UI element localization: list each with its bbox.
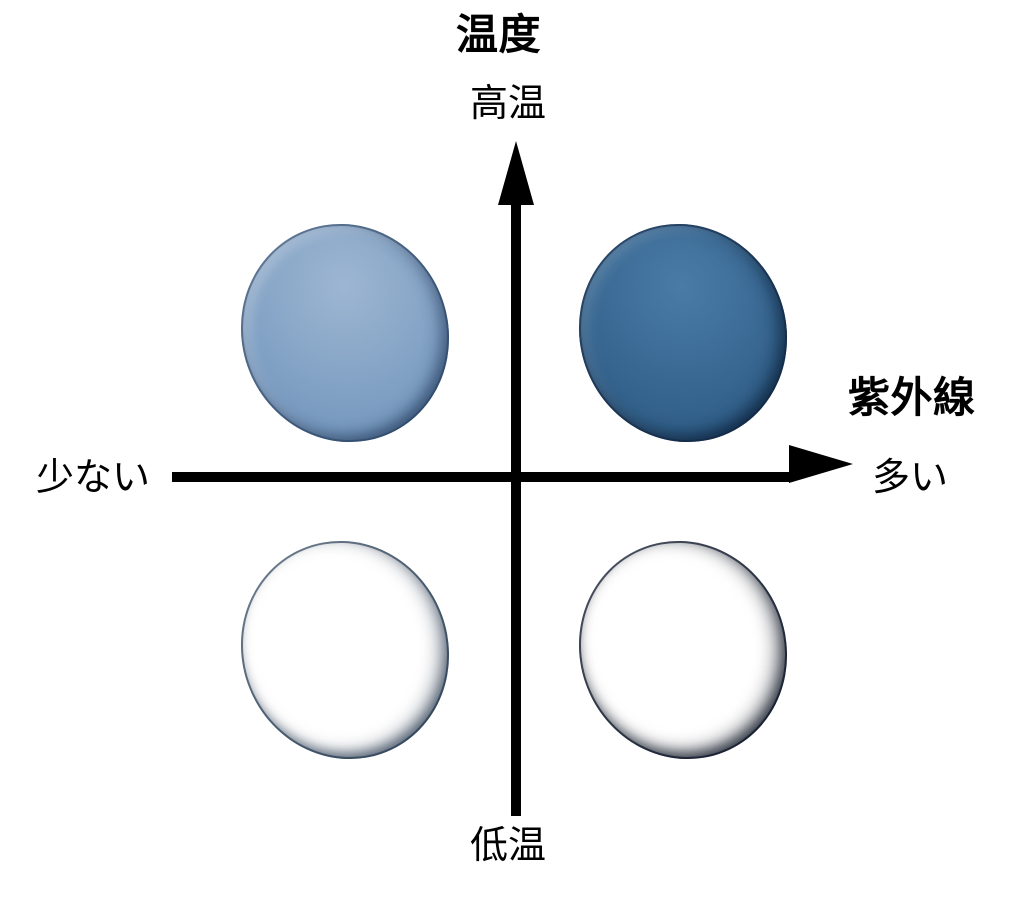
quadrant-blob-top-left: [208, 192, 482, 474]
blob-rim: [208, 509, 481, 790]
blob-rim: [208, 192, 481, 473]
horizontal-axis-right-label: 多い: [872, 455, 949, 499]
horizontal-axis-title: 紫外線: [848, 373, 976, 422]
quadrant-blob-bottom-right: [546, 509, 819, 790]
horizontal-axis-left-label: 少ない: [36, 455, 151, 499]
right-arrow-icon: [789, 445, 853, 483]
quadrant-blob-top-right: [546, 192, 820, 474]
vertical-axis-bottom-label: 低温: [470, 823, 547, 867]
vertical-axis-line: [511, 198, 521, 816]
blob-rim: [546, 509, 819, 790]
blob-rim: [546, 192, 819, 473]
quadrant-blob-bottom-left: [208, 509, 481, 790]
up-arrow-icon: [498, 141, 534, 205]
horizontal-axis-line: [172, 472, 792, 482]
vertical-axis-top-label: 高温: [470, 81, 547, 125]
vertical-axis-title: 温度: [456, 10, 542, 59]
